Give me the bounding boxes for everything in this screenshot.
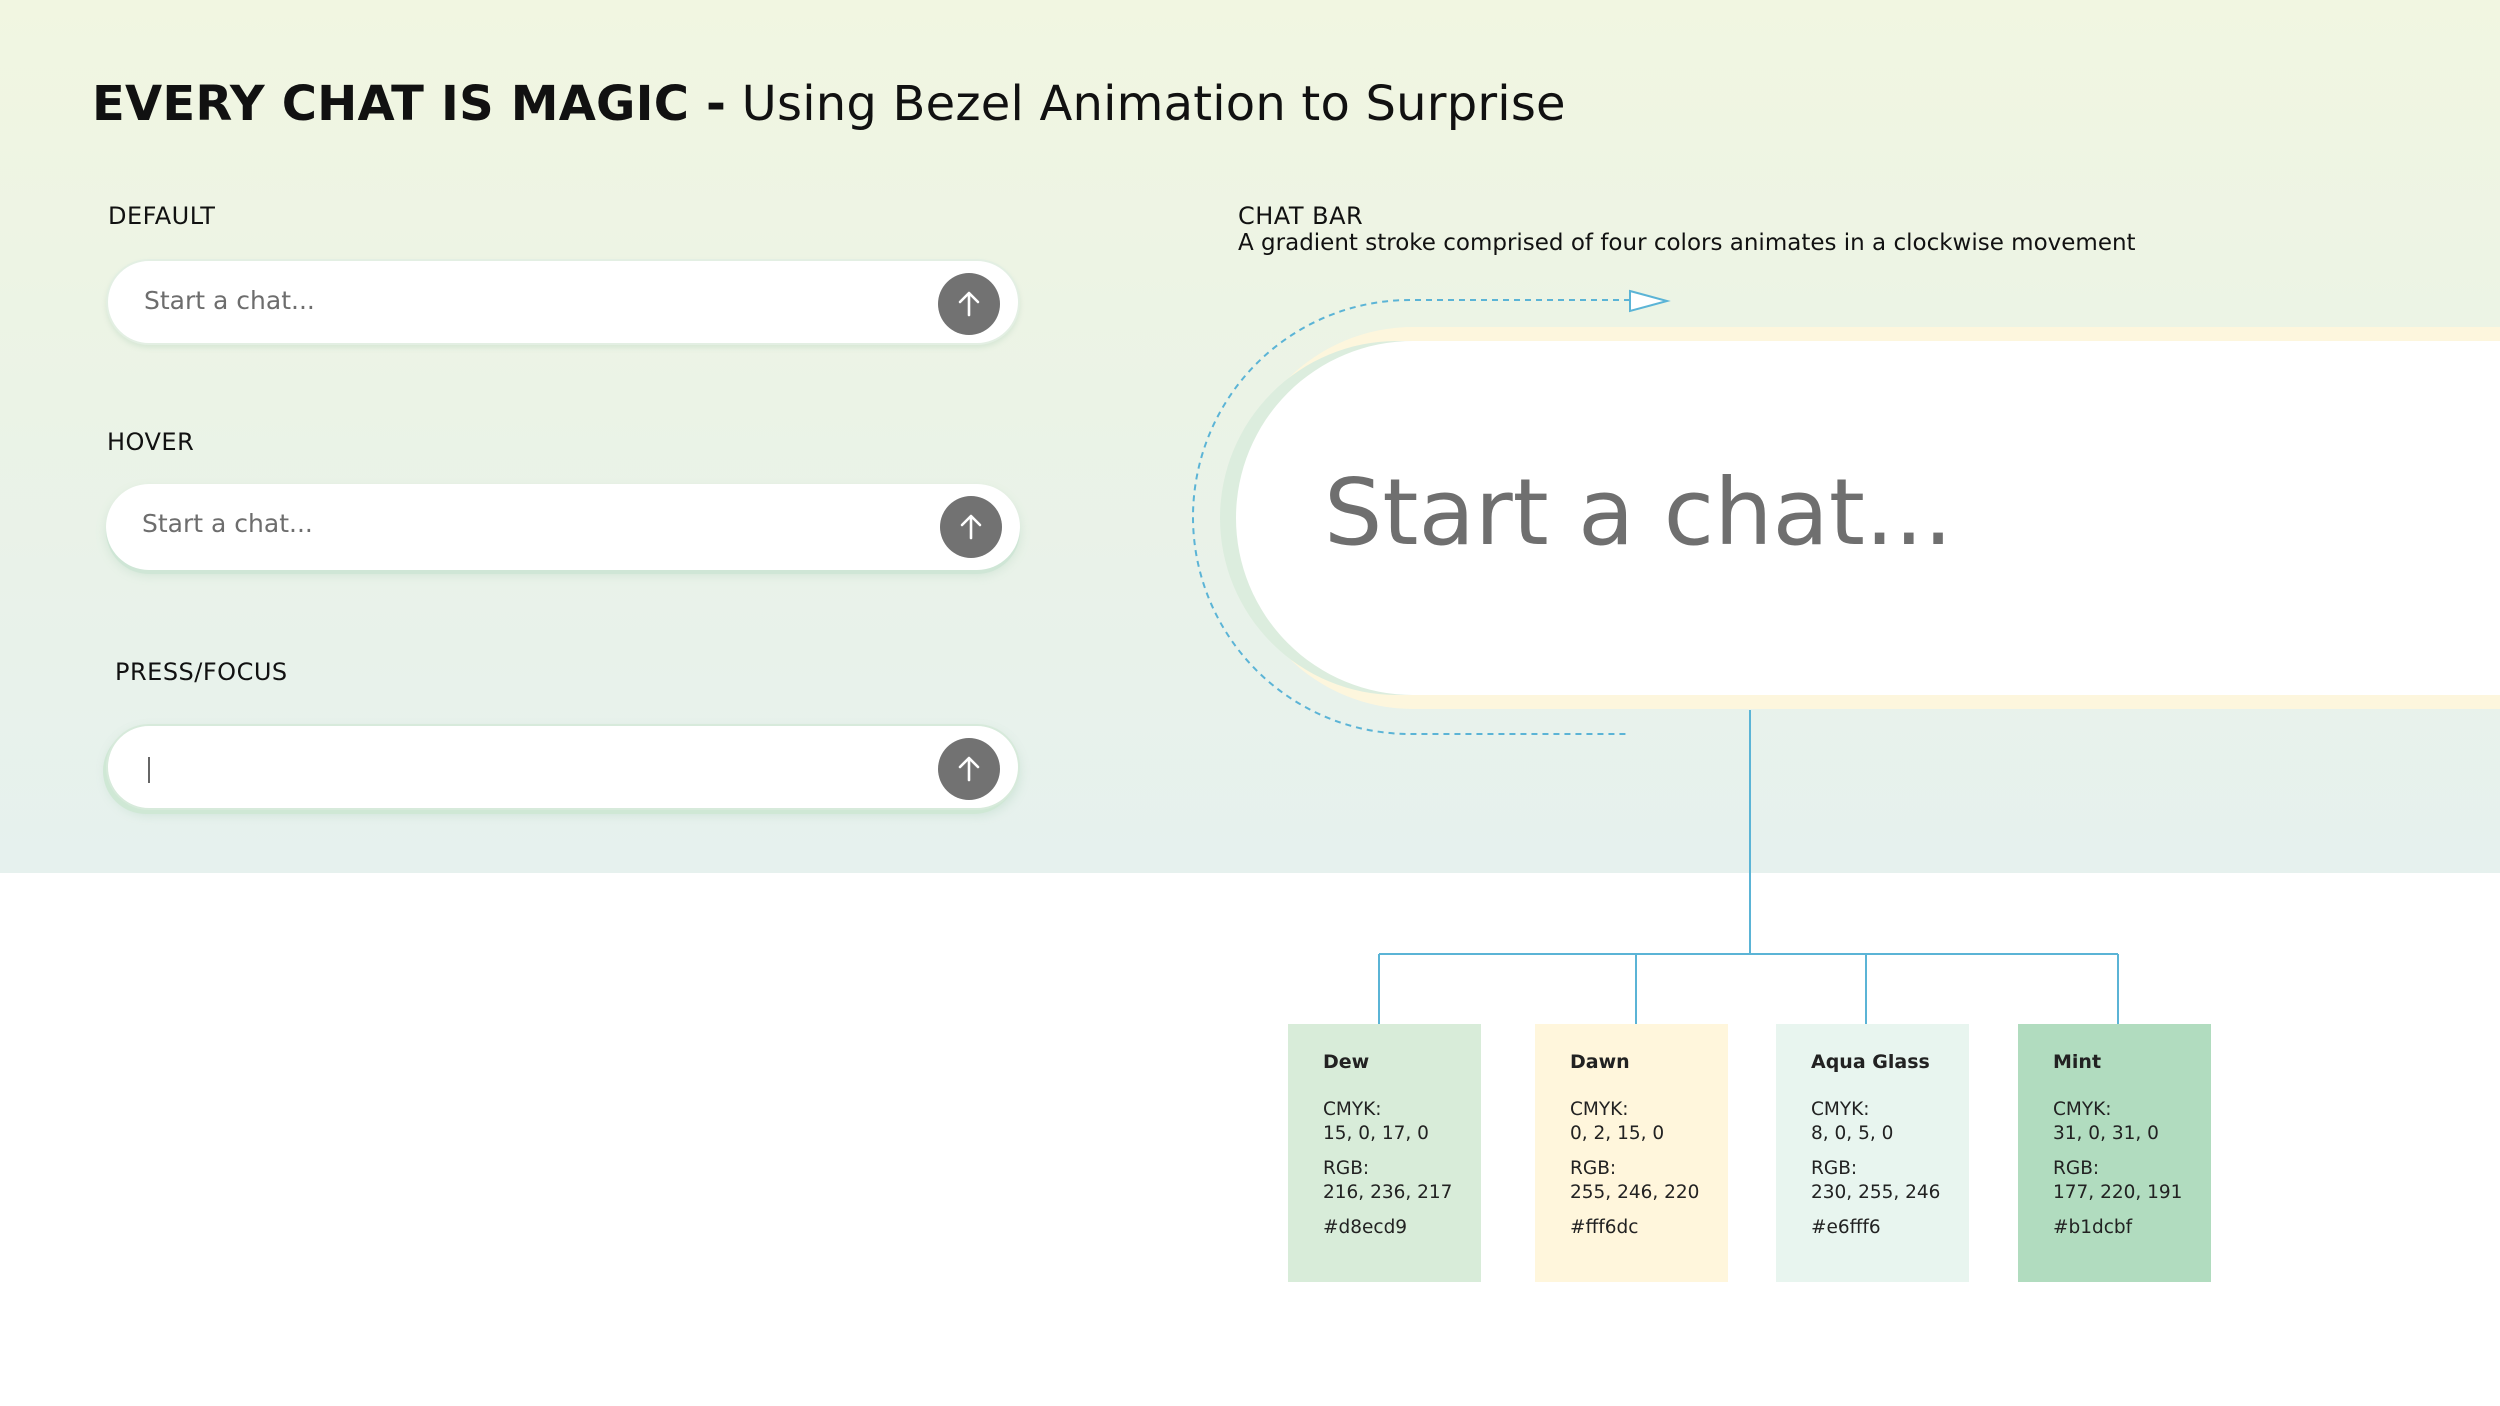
swatch-rgb: 255, 246, 220 [1570, 1182, 1700, 1203]
chat-input-focus[interactable] [106, 724, 1020, 810]
swatch-hex: #b1dcbf [2053, 1217, 2133, 1238]
swatch-dawn: Dawn CMYK: 0, 2, 15, 0 RGB: 255, 246, 22… [1535, 1024, 1728, 1282]
swatch-rgb-label: RGB: [1323, 1158, 1370, 1179]
chat-bar-large[interactable]: Start a chat... [1236, 341, 2500, 695]
chat-bar-description: A gradient stroke comprised of four colo… [1238, 230, 2136, 256]
swatch-hex: #fff6dc [1570, 1217, 1639, 1238]
chat-input-default[interactable]: Start a chat... [106, 259, 1020, 345]
swatch-rgb-label: RGB: [1811, 1158, 1858, 1179]
swatch-cmyk: 8, 0, 5, 0 [1811, 1123, 1894, 1144]
swatch-hex: #e6fff6 [1811, 1217, 1881, 1238]
press-focus-label: PRESS/FOCUS [115, 658, 288, 686]
swatch-name: Mint [2053, 1051, 2102, 1073]
swatch-hex: #d8ecd9 [1323, 1217, 1408, 1238]
chat-input-placeholder: Start a chat... [144, 286, 315, 315]
page-title-regular: Using Bezel Animation to Surprise [741, 76, 1566, 132]
send-button[interactable] [938, 738, 1000, 800]
swatch-name: Dew [1323, 1051, 1370, 1073]
default-label: DEFAULT [108, 202, 216, 230]
swatch-cmyk: 15, 0, 17, 0 [1323, 1123, 1429, 1144]
swatch-rgb: 230, 255, 246 [1811, 1182, 1941, 1203]
swatch-aqua-glass: Aqua Glass CMYK: 8, 0, 5, 0 RGB: 230, 25… [1776, 1024, 1969, 1282]
chat-input-hover[interactable]: Start a chat... [106, 484, 1020, 570]
swatch-cmyk-label: CMYK: [1570, 1099, 1629, 1120]
swatch-dew: Dew CMYK: 15, 0, 17, 0 RGB: 216, 236, 21… [1288, 1024, 1481, 1282]
arrow-up-icon [960, 514, 982, 540]
send-button[interactable] [938, 273, 1000, 335]
hover-label: HOVER [107, 428, 195, 456]
swatch-name: Aqua Glass [1811, 1051, 1930, 1073]
chat-bar-label: CHAT BAR [1238, 202, 1364, 230]
page-title: EVERY CHAT IS MAGIC - Using Bezel Animat… [92, 76, 1566, 132]
swatch-cmyk-label: CMYK: [1323, 1099, 1382, 1120]
swatch-cmyk-label: CMYK: [1811, 1099, 1870, 1120]
arrow-up-icon [958, 291, 980, 317]
swatch-name: Dawn [1570, 1051, 1630, 1073]
swatch-rgb: 177, 220, 191 [2053, 1182, 2183, 1203]
swatch-rgb: 216, 236, 217 [1323, 1182, 1453, 1203]
swatch-rgb-label: RGB: [1570, 1158, 1617, 1179]
swatch-mint: Mint CMYK: 31, 0, 31, 0 RGB: 177, 220, 1… [2018, 1024, 2211, 1282]
arrow-up-icon [958, 756, 980, 782]
swatch-cmyk: 0, 2, 15, 0 [1570, 1123, 1665, 1144]
swatch-rgb-label: RGB: [2053, 1158, 2100, 1179]
chat-input-placeholder: Start a chat... [142, 509, 313, 538]
text-caret [148, 757, 150, 783]
swatch-cmyk-label: CMYK: [2053, 1099, 2112, 1120]
chat-bar-placeholder: Start a chat... [1324, 459, 1953, 566]
swatch-cmyk: 31, 0, 31, 0 [2053, 1123, 2159, 1144]
page-title-bold: EVERY CHAT IS MAGIC - [92, 76, 727, 132]
send-button[interactable] [940, 496, 1002, 558]
